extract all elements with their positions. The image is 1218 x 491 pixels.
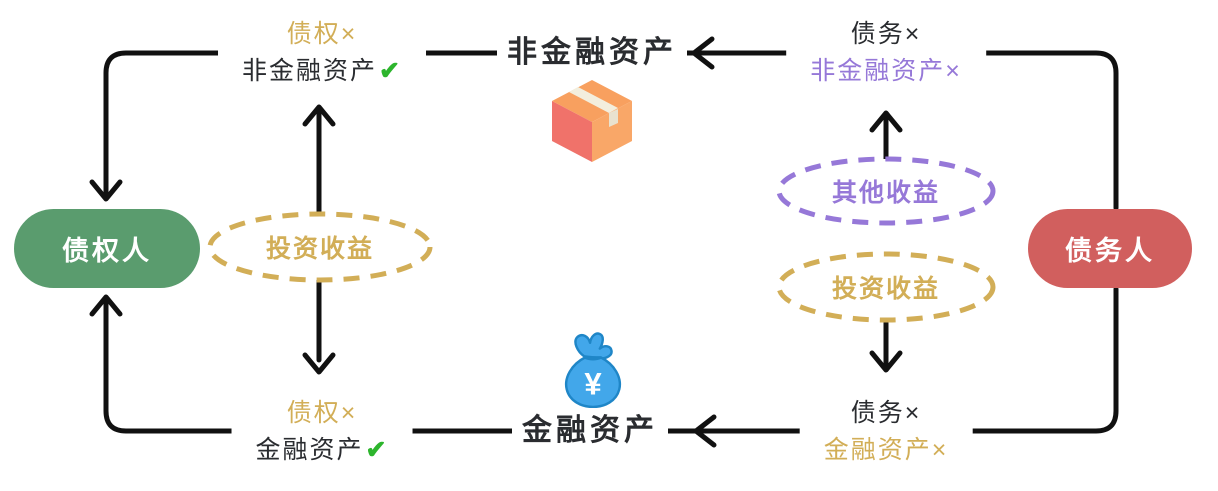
investment-gain-ellipse-right xyxy=(776,251,996,323)
label-group-bottom-left: 债权× 金融资产✔ xyxy=(231,398,413,466)
package-tape-top xyxy=(569,87,618,113)
package-left-face xyxy=(552,101,592,162)
nonfinancial-asset-crossed-label: 非金融资产× xyxy=(810,57,962,85)
package-right-face xyxy=(592,101,632,162)
creditor-node: 债权人 xyxy=(14,209,200,288)
package-tape-side xyxy=(609,109,618,127)
investment-gain-ellipse-left xyxy=(207,211,433,283)
arrowhead-left-down xyxy=(302,352,336,375)
money-bag-icon: ¥ xyxy=(564,332,622,408)
debt-crossed-label: 债务× xyxy=(850,20,922,48)
nonfinancial-asset-title: 非金融资产 xyxy=(497,34,687,72)
arrowhead-right-down xyxy=(869,350,903,373)
investment-gain-label-left: 投资收益 xyxy=(265,235,375,263)
yuan-symbol: ¥ xyxy=(584,366,602,401)
label-group-bottom-right: 债务× 金融资产× xyxy=(799,398,973,466)
debt-crossed-label: 债务× xyxy=(850,399,922,427)
money-bag-neck xyxy=(583,356,603,361)
arrowhead-into-creditor-bottom xyxy=(89,294,123,317)
other-gain-label: 其他收益 xyxy=(831,179,941,207)
financial-asset-crossed-label: 金融资产× xyxy=(823,436,949,464)
arrowhead-to-nonfinancial-asset xyxy=(691,36,715,70)
arrowhead-to-financial-asset xyxy=(693,414,717,448)
financial-asset-title: 金融资产 xyxy=(512,412,668,450)
claim-crossed-label: 债权× xyxy=(286,399,358,427)
label-group-top-left: 债权× 非金融资产✔ xyxy=(218,19,426,87)
other-gain-ellipse xyxy=(776,156,996,226)
creditor-label: 债权人 xyxy=(62,236,152,266)
package-icon xyxy=(552,80,632,162)
check-icon: ✔ xyxy=(365,436,389,464)
financial-asset-kept-label: 金融资产✔ xyxy=(255,436,389,464)
money-bag-body xyxy=(564,356,622,408)
label-group-top-right: 债务× 非金融资产× xyxy=(786,19,986,87)
debtor-node: 债务人 xyxy=(1028,209,1192,288)
check-icon: ✔ xyxy=(379,57,402,85)
arrowhead-right-up xyxy=(869,110,903,133)
investment-gain-label-right: 投资收益 xyxy=(831,275,941,303)
nonfinancial-asset-kept-label: 非金融资产✔ xyxy=(242,57,402,85)
arrowhead-left-up xyxy=(302,104,336,127)
arrowhead-into-creditor-top xyxy=(89,179,123,202)
claim-crossed-label: 债权× xyxy=(286,20,358,48)
money-bag-tufts xyxy=(574,332,613,360)
debtor-label: 债务人 xyxy=(1065,236,1155,266)
